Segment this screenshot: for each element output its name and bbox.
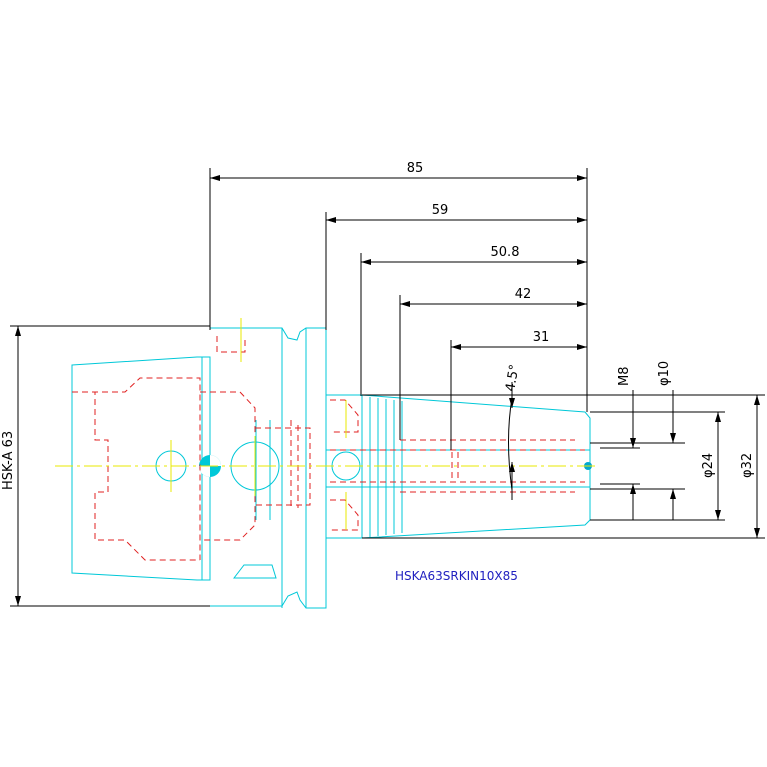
center-lines: [55, 318, 595, 530]
hsk-shank-outline: [71, 327, 591, 609]
dim-length-42: 42: [515, 287, 532, 302]
dim-taper-angle: 4.5°: [503, 363, 522, 392]
dim-length-50-8: 50.8: [491, 245, 520, 260]
dim-dia-32: φ32: [740, 453, 755, 478]
dimension-lines: [10, 168, 765, 607]
dim-dia-24: φ24: [701, 453, 716, 478]
dim-dia-10: φ10: [657, 361, 672, 386]
dim-flange-hsk-a63: HSK-A 63: [1, 431, 16, 490]
part-number-label: HSKA63SRKIN10X85: [395, 569, 518, 583]
dim-length-85: 85: [407, 161, 424, 176]
dim-thread-m8: M8: [617, 367, 632, 387]
dim-length-31: 31: [533, 330, 550, 345]
dim-length-59: 59: [432, 203, 449, 218]
orientation-mark: [199, 455, 221, 477]
